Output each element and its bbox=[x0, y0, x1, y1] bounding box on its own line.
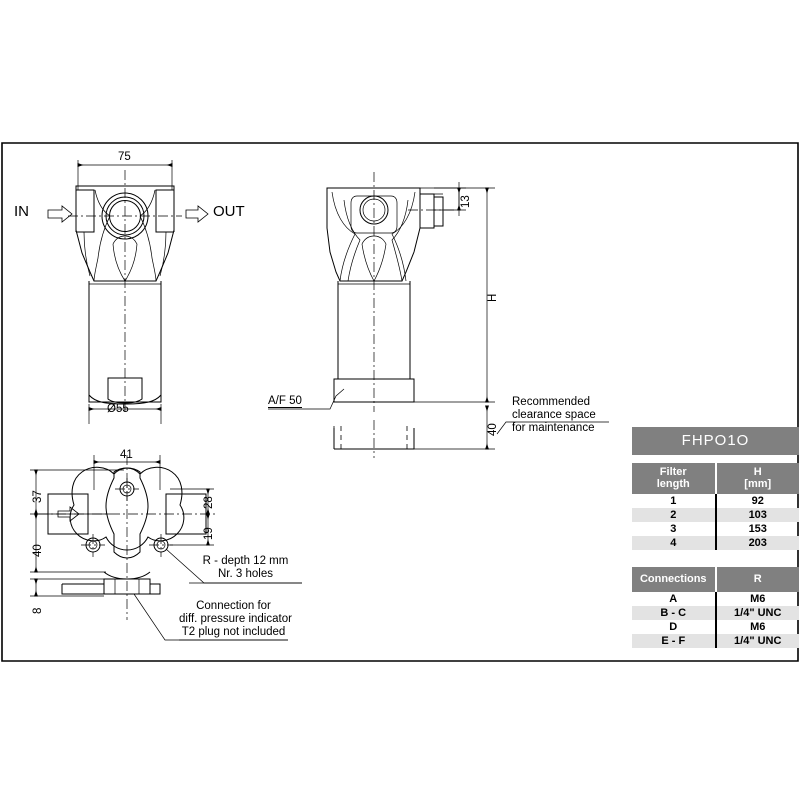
filter-length-header: Filter length bbox=[632, 463, 716, 494]
bottom-41-dim-text: 41 bbox=[120, 449, 133, 461]
sheet-frame bbox=[1, 142, 799, 662]
filter-length-header-line1: Filter bbox=[659, 466, 687, 478]
h-header: H [mm] bbox=[714, 463, 799, 494]
clearance-note-line2: clearance space bbox=[512, 409, 596, 421]
connection-note-line2: diff. pressure indicator bbox=[179, 613, 292, 625]
af50-label: A/F 50 bbox=[268, 395, 302, 408]
r-value: 1/4" UNC bbox=[714, 634, 799, 648]
filter-length-value: 2 bbox=[632, 508, 716, 522]
connection-note: Connection for diff. pressure indicator … bbox=[179, 600, 292, 639]
h-value: 103 bbox=[714, 508, 799, 522]
filter-length-value: 1 bbox=[670, 495, 677, 507]
clearance-note: Recommended clearance space for maintena… bbox=[512, 396, 596, 435]
front-view bbox=[47, 160, 209, 424]
filter-length-value: 4 bbox=[632, 536, 716, 550]
connection-note-leader bbox=[133, 593, 288, 641]
filter-length-header-line2: length bbox=[656, 478, 690, 490]
holes-note-line1: R - depth 12 mm bbox=[202, 555, 289, 567]
r-value: M6 bbox=[714, 620, 799, 634]
table-row: E - F 1/4" UNC bbox=[632, 634, 799, 648]
table-row: 1 92 bbox=[632, 494, 799, 508]
table-row: A M6 bbox=[632, 592, 799, 606]
table-row: 2 103 bbox=[632, 508, 799, 522]
bottom-view-19-dimension bbox=[170, 513, 214, 546]
holes-note-line2: Nr. 3 holes bbox=[218, 568, 273, 580]
holes-note-leader bbox=[165, 548, 302, 584]
outlet-label: OUT bbox=[213, 203, 245, 220]
filter-length-value: 3 bbox=[670, 523, 677, 535]
r-header: R bbox=[714, 567, 799, 592]
clearance-note-line1: Recommended bbox=[512, 396, 590, 408]
table-title: FHPO1O bbox=[632, 427, 799, 455]
outlet-flow-arrow bbox=[185, 205, 209, 223]
bottom-view-41-dimension bbox=[93, 455, 161, 490]
table-row: 3 153 bbox=[632, 522, 799, 536]
filter-length-table: Filter length H [mm] 1 92 2 103 3 153 bbox=[632, 463, 799, 550]
connection-value: A bbox=[669, 593, 678, 605]
connections-header: Connections bbox=[632, 567, 716, 592]
front-width-dim-text: 75 bbox=[118, 151, 131, 163]
specification-table: FHPO1O Filter length H [mm] 1 92 2 103 bbox=[632, 427, 799, 648]
side-H-dim-text: H bbox=[487, 293, 499, 302]
r-value: M6 bbox=[714, 592, 799, 606]
h-header-line2: [mm] bbox=[744, 478, 772, 490]
h-value: 203 bbox=[714, 536, 799, 550]
connection-note-line3: T2 plug not included bbox=[181, 626, 286, 638]
bottom-view-28-dimension bbox=[170, 488, 214, 515]
connection-note-line1: Connection for bbox=[196, 600, 271, 612]
bottom-view-37-dimension bbox=[30, 469, 124, 515]
h-value: 92 bbox=[714, 494, 799, 508]
bottom-view bbox=[30, 455, 302, 641]
bottom-view-40-dimension bbox=[30, 513, 106, 573]
table-row: 4 203 bbox=[632, 536, 799, 550]
connection-value: E - F bbox=[632, 634, 716, 648]
bottom-view-8-dimension bbox=[30, 578, 104, 597]
r-value: 1/4" UNC bbox=[714, 606, 799, 620]
h-header-line1: H bbox=[753, 466, 762, 478]
inlet-flow-arrow bbox=[47, 205, 73, 223]
bottom-8-dim-text: 8 bbox=[32, 607, 44, 614]
clearance-note-leader bbox=[496, 421, 609, 435]
connections-table: Connections R A M6 B - C 1/4" UNC D M6 E… bbox=[632, 567, 799, 648]
connections-table-header-row: Connections R bbox=[632, 567, 799, 592]
table-row: D M6 bbox=[632, 620, 799, 634]
filter-table-header-row: Filter length H [mm] bbox=[632, 463, 799, 494]
bottom-28-dim-text: 28 bbox=[203, 496, 215, 509]
table-row: B - C 1/4" UNC bbox=[632, 606, 799, 620]
front-diameter-dim-text: Ø55 bbox=[107, 403, 129, 415]
side-40-dim-text: 40 bbox=[487, 423, 499, 436]
holes-note: R - depth 12 mm Nr. 3 holes bbox=[189, 555, 302, 581]
clearance-note-line3: for maintenance bbox=[512, 422, 595, 434]
h-value: 153 bbox=[714, 522, 799, 536]
bottom-37-dim-text: 37 bbox=[32, 490, 44, 503]
side-view bbox=[268, 172, 609, 458]
connection-value: B - C bbox=[632, 606, 716, 620]
bottom-40-dim-text: 40 bbox=[32, 544, 44, 557]
side-view-40-dimension bbox=[414, 405, 495, 450]
bottom-19-dim-text: 19 bbox=[203, 527, 215, 540]
connection-value: D bbox=[669, 621, 678, 633]
inlet-label: IN bbox=[14, 203, 29, 220]
af50-leader bbox=[268, 388, 345, 410]
table-gap bbox=[632, 550, 799, 559]
side-13-dim-text: 13 bbox=[460, 195, 472, 208]
side-view-H-dimension bbox=[414, 187, 495, 403]
front-view-width-dimension bbox=[77, 160, 173, 190]
front-view-diameter-dimension bbox=[88, 404, 162, 424]
